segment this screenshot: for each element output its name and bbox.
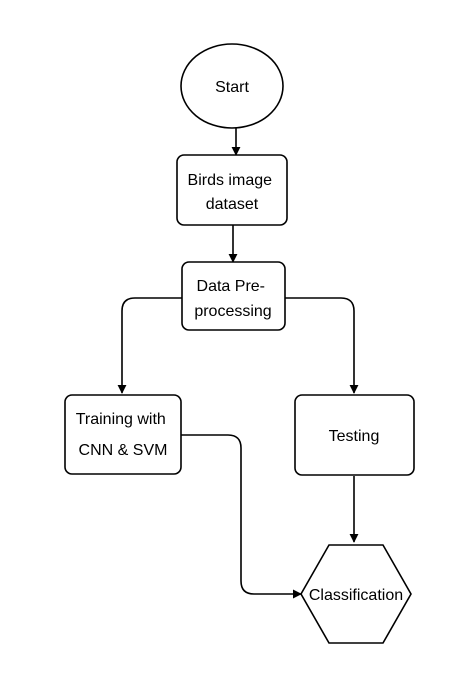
node-classification-shape <box>300 544 412 644</box>
node-preprocessing-shape <box>181 261 286 331</box>
node-training: Training with CNN & SVM <box>64 394 182 475</box>
node-training-shape <box>64 394 182 475</box>
node-start-shape <box>180 43 284 129</box>
node-dataset: Birds image dataset <box>176 154 288 226</box>
node-preprocessing-label-line-2: processing <box>194 303 271 320</box>
node-dataset-label-line-1: Birds image <box>188 172 273 189</box>
svg-text:Testing: Testing <box>329 428 380 445</box>
node-classification-label-line-1: Classification <box>309 587 403 604</box>
node-preprocessing: Data Pre- processing <box>181 261 286 331</box>
node-start: Start <box>180 43 284 129</box>
svg-text:Start: Start <box>215 79 249 96</box>
node-start-label-line-1: Start <box>215 79 249 96</box>
node-dataset-label-line-2: dataset <box>206 196 259 213</box>
svg-text:Birds image dataset: Birds image dataset <box>188 172 277 213</box>
node-testing: Testing <box>294 394 415 476</box>
node-testing-shape <box>294 394 415 476</box>
svg-text:Classification: Classification <box>309 587 403 604</box>
node-testing-label-line-1: Testing <box>329 428 380 445</box>
connector-preprocessing-to-training <box>117 297 182 394</box>
connector-training-to-classification <box>180 434 302 599</box>
svg-text:Training with CNN & SV: Training with CNN & SVM <box>76 411 171 459</box>
node-training-label-line-2: CNN & SVM <box>79 442 168 459</box>
node-dataset-shape <box>176 154 288 226</box>
node-training-label-line-1: Training with <box>76 411 166 428</box>
node-preprocessing-label-line-1: Data Pre- <box>197 278 265 295</box>
svg-text:Data Pre- processing: Data Pre- processing <box>194 278 271 320</box>
node-classification: Classification <box>300 544 412 644</box>
connector-preprocessing-to-testing <box>285 297 359 394</box>
